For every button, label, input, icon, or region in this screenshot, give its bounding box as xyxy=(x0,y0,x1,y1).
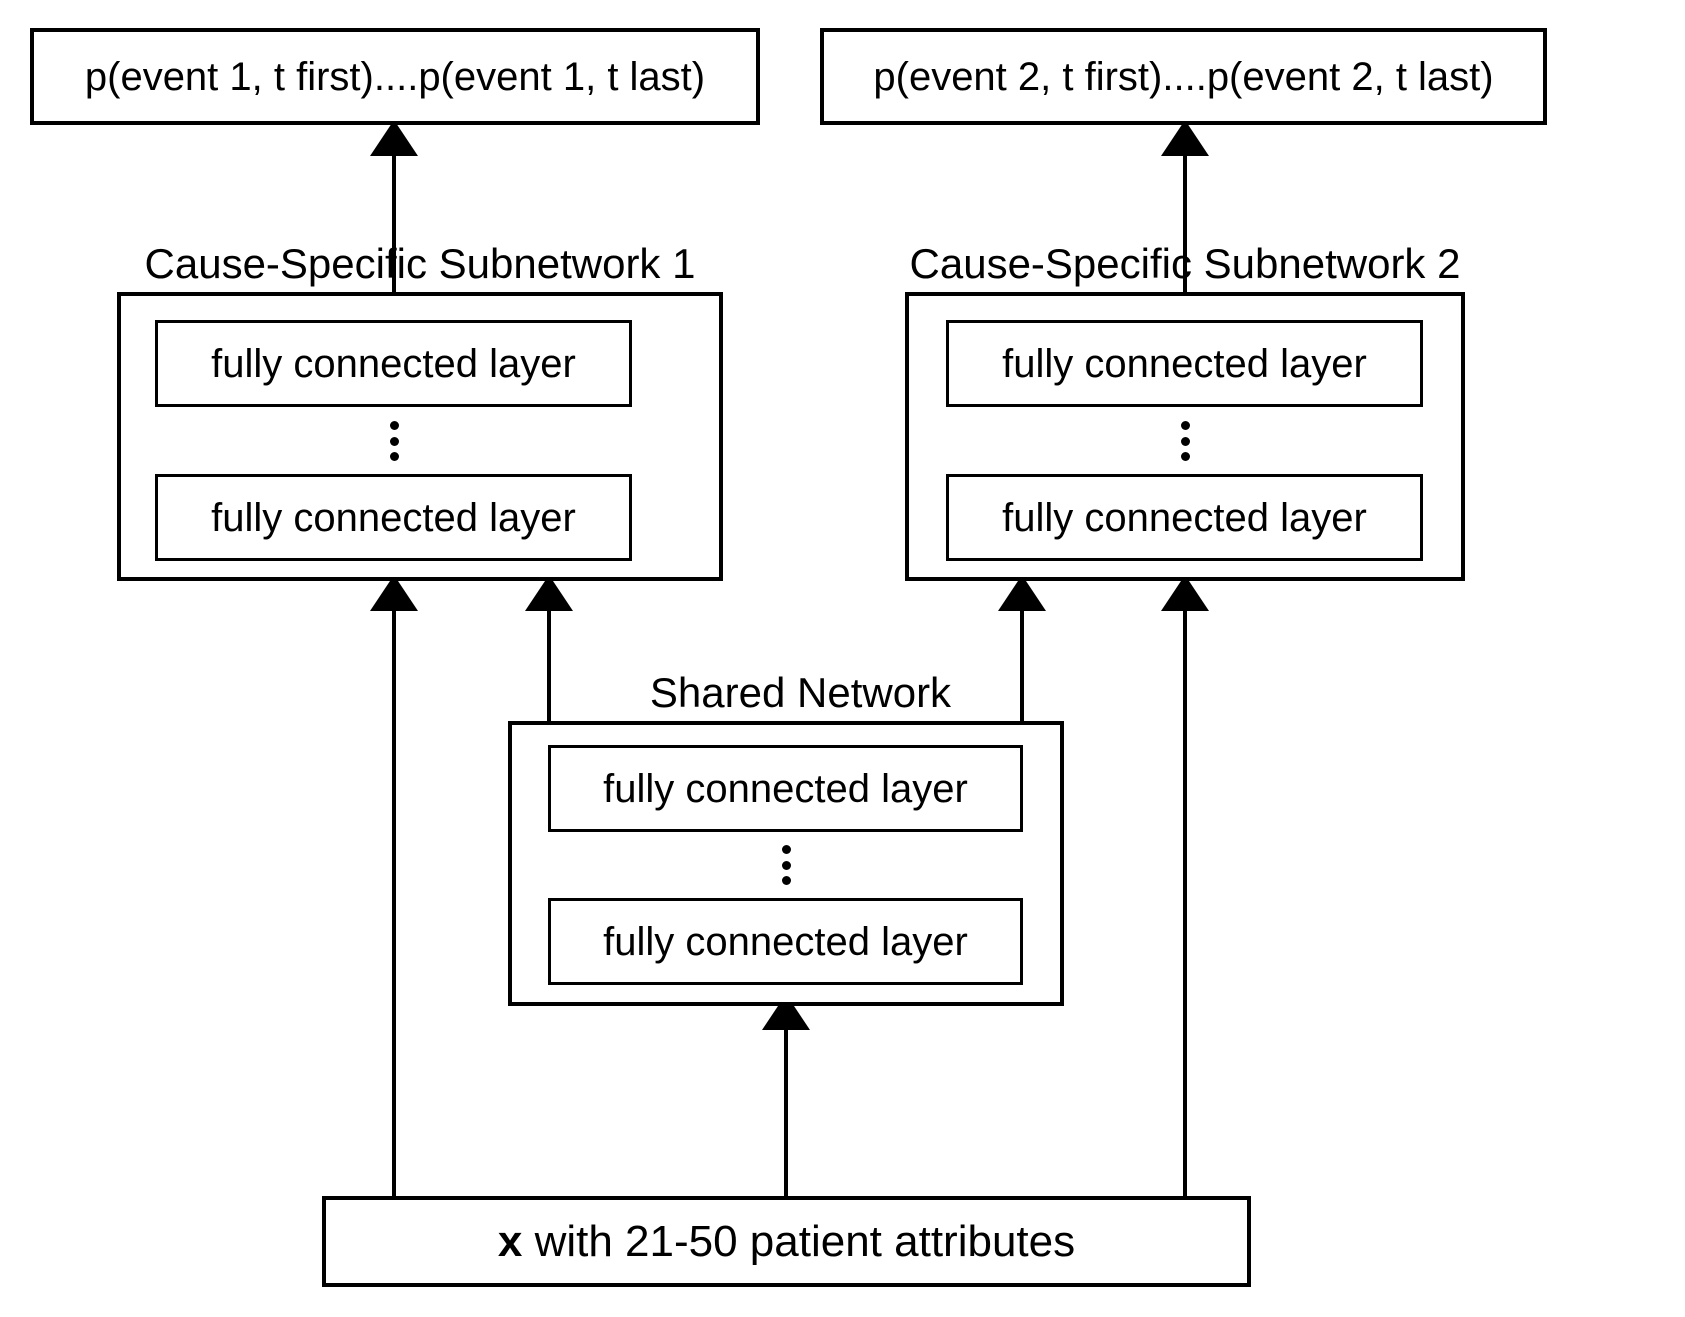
output-1-label: p(event 1, t first)....p(event 1, t last… xyxy=(84,54,706,99)
input-rest-text: with 21-50 patient attributes xyxy=(522,1216,1076,1266)
shared-network-layer-top-label: fully connected layer xyxy=(603,766,968,811)
subnetwork-2-ellipsis-icon xyxy=(1180,421,1190,461)
input-node-label: x with 21-50 patient attributes xyxy=(497,1216,1076,1266)
subnetwork-2-layer-bottom: fully connected layer xyxy=(946,474,1423,561)
shared-network-ellipsis-icon xyxy=(781,845,791,885)
output-box-2: p(event 2, t first)....p(event 2, t last… xyxy=(820,28,1547,125)
input-node: x with 21-50 patient attributes xyxy=(322,1196,1251,1287)
subnetwork-1-title: Cause-Specific Subnetwork 1 xyxy=(144,240,696,287)
shared-network-layer-bottom-label: fully connected layer xyxy=(603,919,968,964)
shared-network-layer-top: fully connected layer xyxy=(548,745,1023,832)
output-2-label: p(event 2, t first)....p(event 2, t last… xyxy=(873,54,1494,99)
shared-network-title: Shared Network xyxy=(649,669,952,716)
subnetwork-1-layer-bottom: fully connected layer xyxy=(155,474,632,561)
subnetwork-1-ellipsis-icon xyxy=(389,421,399,461)
subnetwork-2-layer-top-label: fully connected layer xyxy=(1002,341,1367,386)
output-box-1: p(event 1, t first)....p(event 1, t last… xyxy=(30,28,760,125)
subnetwork-2-title: Cause-Specific Subnetwork 2 xyxy=(909,240,1461,287)
subnetwork-2-layer-bottom-label: fully connected layer xyxy=(1002,495,1367,540)
shared-network-layer-bottom: fully connected layer xyxy=(548,898,1023,985)
subnetwork-1-layer-bottom-label: fully connected layer xyxy=(211,495,576,540)
subnetwork-1-layer-top: fully connected layer xyxy=(155,320,632,407)
subnetwork-2-layer-top: fully connected layer xyxy=(946,320,1423,407)
subnetwork-1-layer-top-label: fully connected layer xyxy=(211,341,576,386)
input-bold-x: x xyxy=(497,1216,523,1266)
